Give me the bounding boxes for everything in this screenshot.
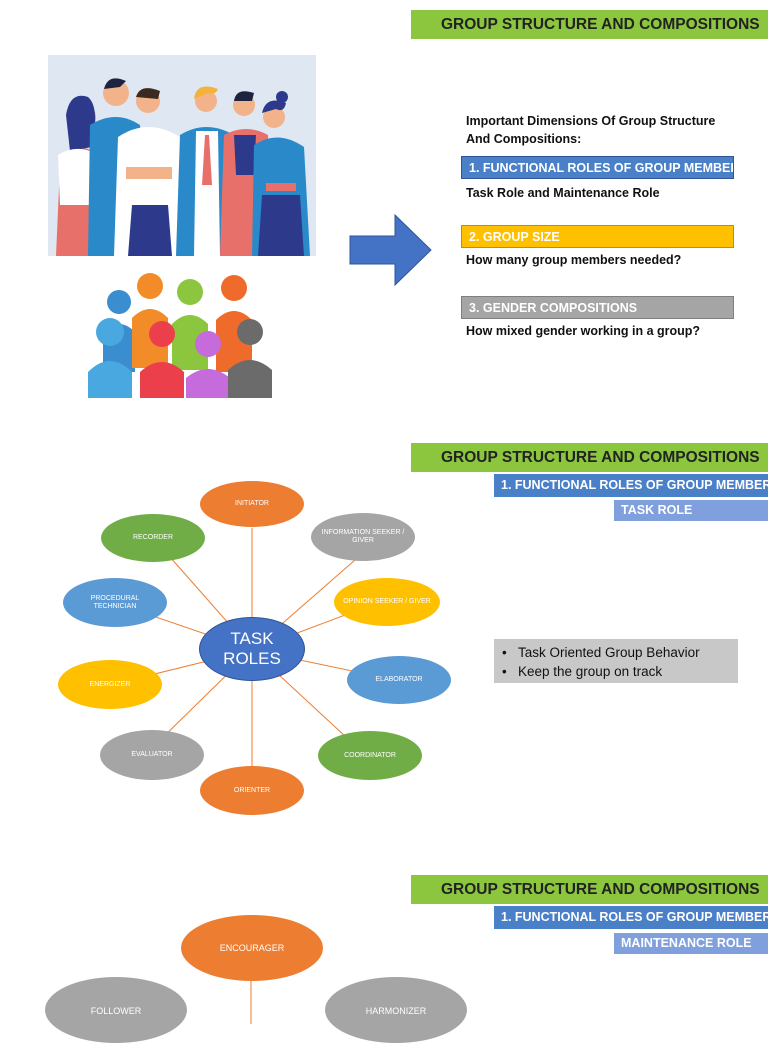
dimensions-heading: Important Dimensions Of Group Structure …	[466, 114, 716, 146]
functional-roles-bar: 1. FUNCTIONAL ROLES OF GROUP MEMBER	[461, 156, 734, 179]
right-arrow-icon	[349, 214, 432, 286]
functional-roles-label: 1. FUNCTIONAL ROLES OF GROUP MEMBER	[469, 161, 734, 175]
node-procedural-technician: PROCEDURAL TECHNICIAN	[63, 578, 167, 627]
node-energizer: ENERGIZER	[58, 660, 162, 709]
group-size-desc: How many group members needed?	[466, 253, 682, 267]
gender-compositions-label: 3. GENDER COMPOSITIONS	[469, 301, 638, 315]
maintenance-role-bar: MAINTENANCE ROLE	[614, 933, 768, 954]
task-role-bullets: Task Oriented Group Behavior Keep the gr…	[494, 639, 738, 683]
slide1-title: GROUP STRUCTURE AND COMPOSITIONS	[441, 16, 760, 33]
node-harmonizer: HARMONIZER	[325, 977, 467, 1043]
node-orienter: ORIENTER	[200, 766, 304, 815]
node-evaluator: EVALUATOR	[100, 730, 204, 780]
task-roles-center: TASK ROLES	[199, 617, 305, 681]
slide2-subtitle: 1. FUNCTIONAL ROLES OF GROUP MEMBER	[501, 478, 768, 492]
node-initiator: INITIATOR	[200, 481, 304, 527]
maintenance-role-label: MAINTENANCE ROLE	[621, 936, 752, 950]
slide2-title: GROUP STRUCTURE AND COMPOSITIONS	[441, 449, 760, 466]
group-size-label: 2. GROUP SIZE	[469, 230, 560, 244]
slide2-subtitle-bar: 1. FUNCTIONAL ROLES OF GROUP MEMBER	[494, 474, 768, 497]
slide3-subtitle: 1. FUNCTIONAL ROLES OF GROUP MEMBER	[501, 910, 768, 924]
node-recorder: RECORDER	[101, 514, 205, 562]
group-size-bar: 2. GROUP SIZE	[461, 225, 734, 248]
functional-roles-desc: Task Role and Maintenance Role	[466, 186, 660, 200]
task-role-label: TASK ROLE	[621, 503, 693, 517]
node-coordinator: COORDINATOR	[318, 731, 422, 780]
node-follower: FOLLOWER	[45, 977, 187, 1043]
slide2-title-bar: GROUP STRUCTURE AND COMPOSITIONS	[411, 443, 768, 472]
node-information-seeker: INFORMATION SEEKER / GIVER	[311, 513, 415, 561]
slide3-subtitle-bar: 1. FUNCTIONAL ROLES OF GROUP MEMBER	[494, 906, 768, 929]
slide3-title-bar: GROUP STRUCTURE AND COMPOSITIONS	[411, 875, 768, 904]
gender-compositions-bar: 3. GENDER COMPOSITIONS	[461, 296, 734, 319]
node-encourager: ENCOURAGER	[181, 915, 323, 981]
gender-compositions-desc: How mixed gender working in a group?	[466, 324, 701, 338]
node-elaborator: ELABORATOR	[347, 656, 451, 704]
task-role-bar: TASK ROLE	[614, 500, 768, 521]
bullet-item: Keep the group on track	[502, 662, 738, 681]
people-group-icon	[88, 273, 272, 398]
node-opinion-seeker: OPINION SEEKER / GIVER	[334, 578, 440, 626]
slide3-title: GROUP STRUCTURE AND COMPOSITIONS	[441, 881, 760, 898]
bullet-item: Task Oriented Group Behavior	[502, 643, 738, 662]
slide1-title-bar: GROUP STRUCTURE AND COMPOSITIONS	[411, 10, 768, 39]
team-illustration	[48, 55, 316, 256]
